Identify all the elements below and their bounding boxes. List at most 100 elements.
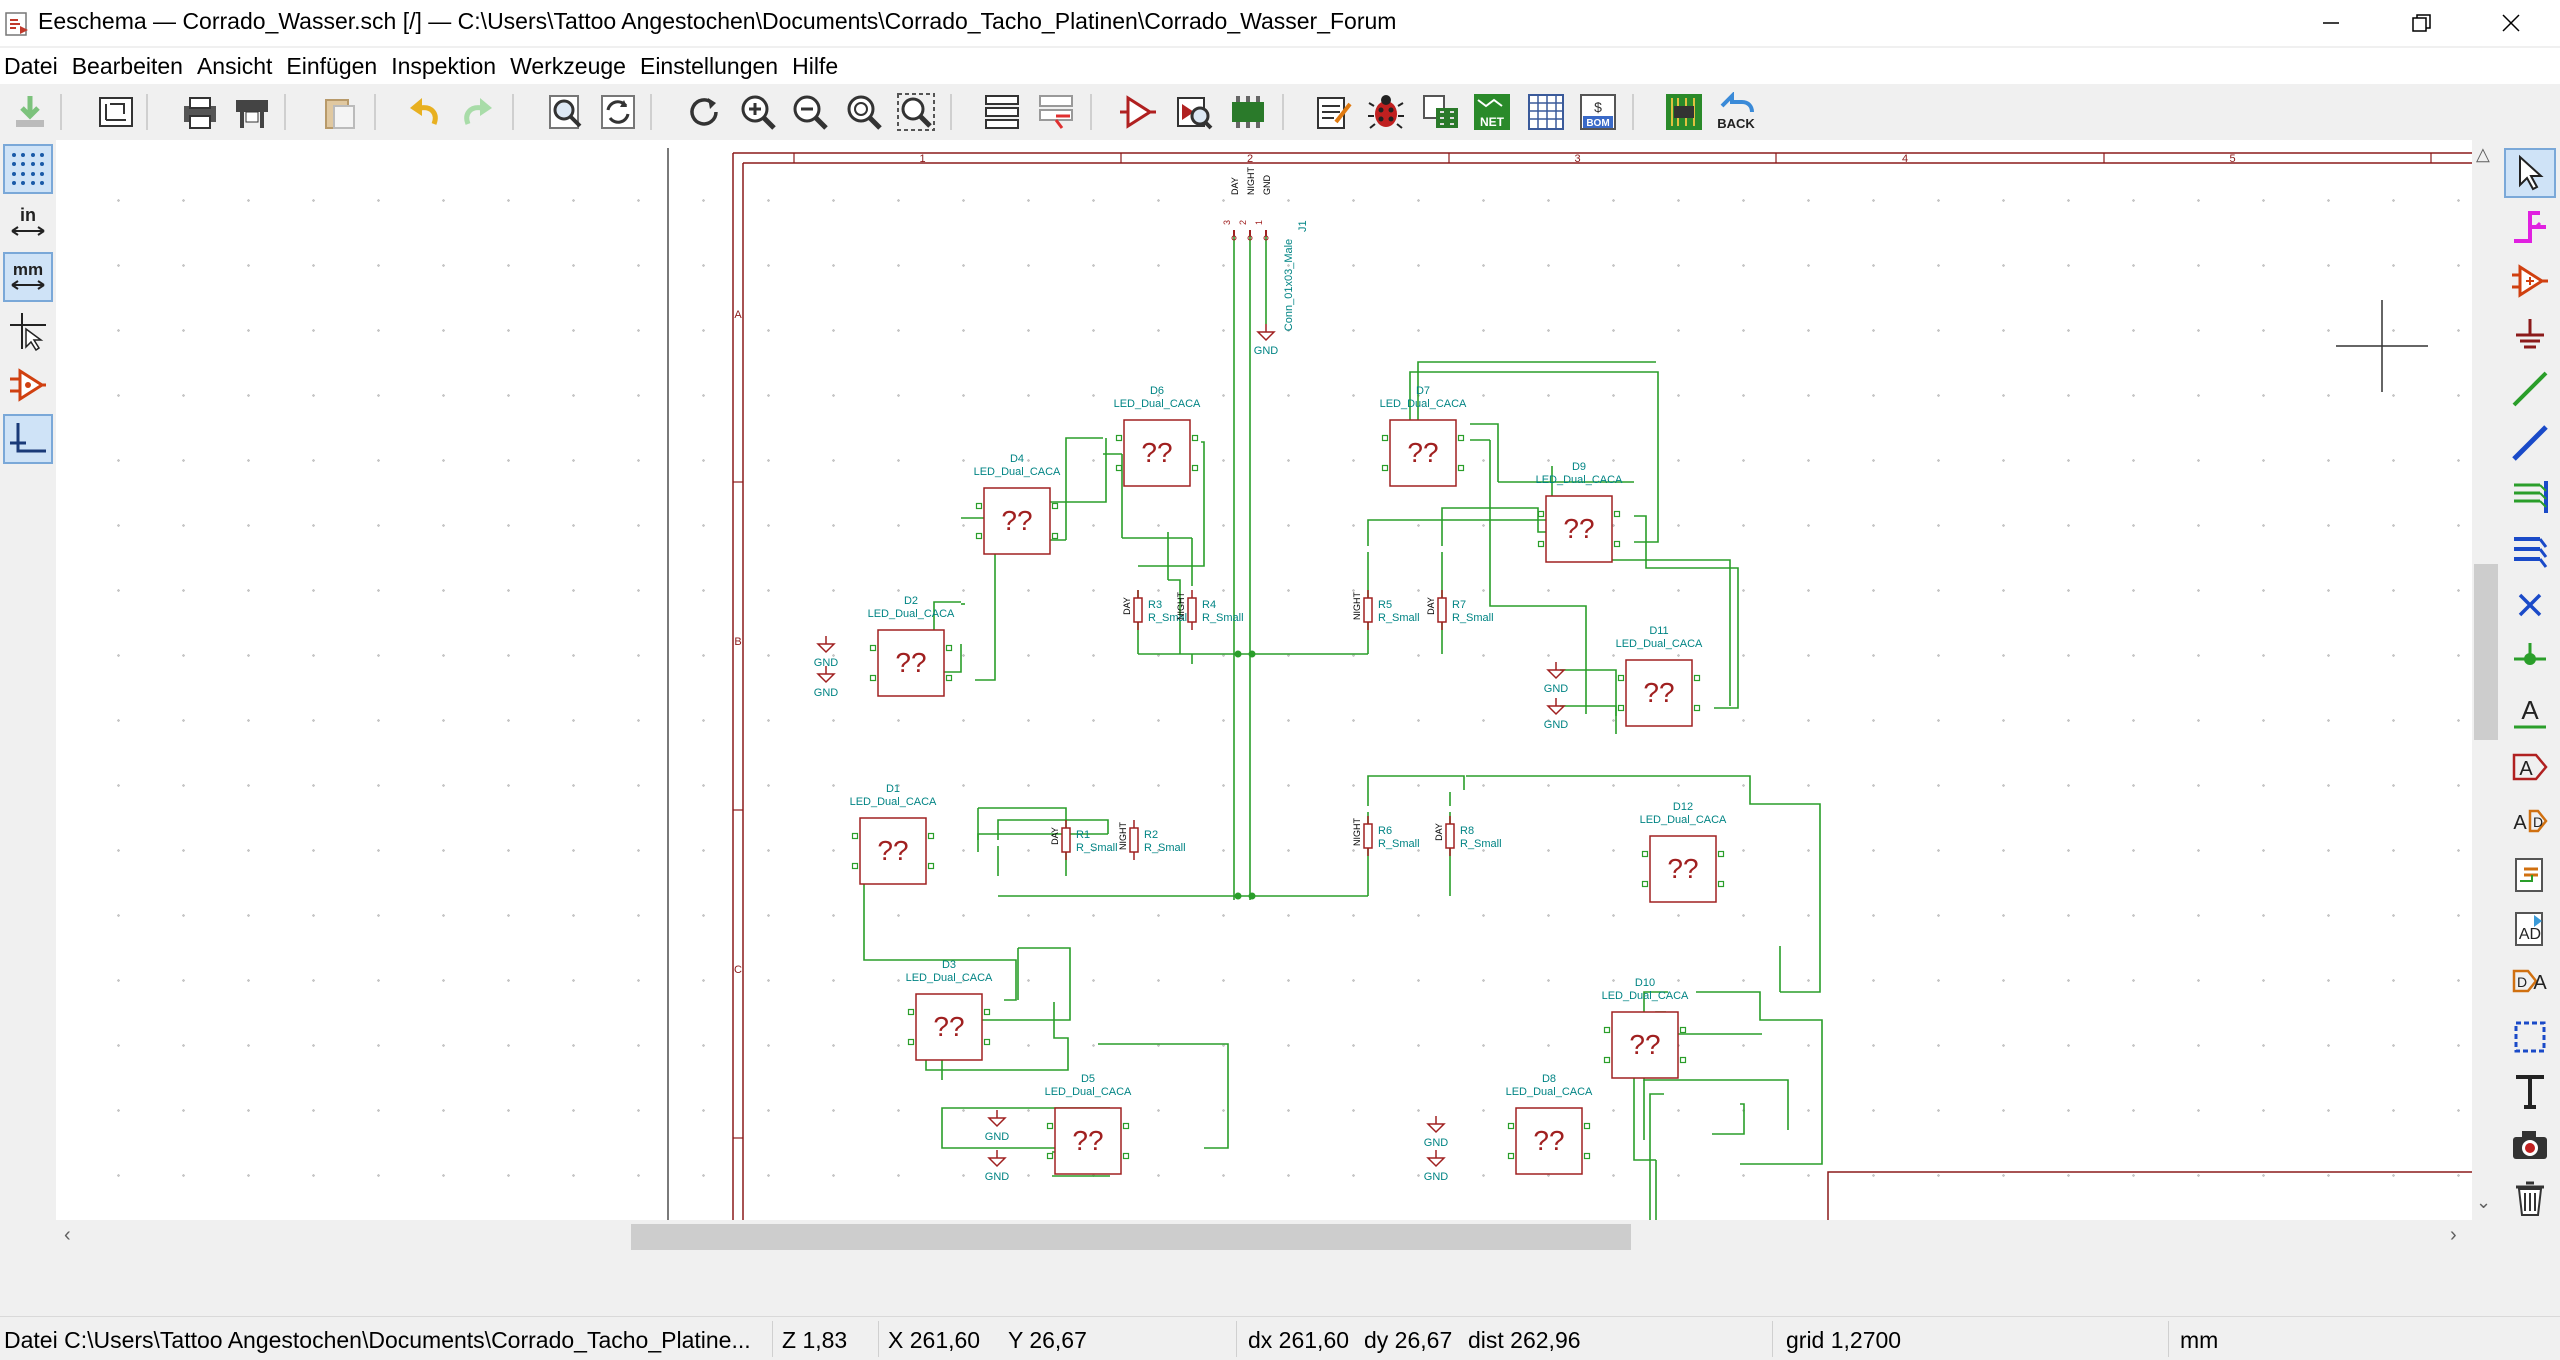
bom-button[interactable]: $BOM	[1574, 88, 1622, 136]
print-button[interactable]	[176, 88, 224, 136]
menu-hilfe[interactable]: Hilfe	[792, 52, 839, 79]
scroll-down-icon[interactable]: ⌄	[2476, 1192, 2492, 1212]
vertical-scrollbar[interactable]: △ ⌄	[2472, 140, 2500, 1220]
global-label-button[interactable]: A	[2504, 742, 2556, 792]
menu-einstellungen[interactable]: Einstellungen	[639, 52, 779, 79]
hierarchical-sheet-button[interactable]	[2504, 850, 2556, 900]
graphic-lines-button[interactable]	[2504, 1012, 2556, 1062]
zoom-selection-button[interactable]	[892, 88, 940, 136]
paste-button[interactable]	[316, 88, 364, 136]
text-tool-button[interactable]	[2504, 1066, 2556, 1116]
menu-datei[interactable]: Datei	[4, 52, 58, 79]
zoom-in-button[interactable]	[734, 88, 782, 136]
menu-bearbeiten[interactable]: Bearbeiten	[71, 52, 183, 79]
edit-fields-button[interactable]	[1310, 88, 1358, 136]
place-power-button[interactable]	[2504, 310, 2556, 360]
menu-einfuegen[interactable]: Einfügen	[286, 52, 378, 79]
gnd-symbol[interactable]: GND	[1424, 1116, 1449, 1149]
hierarchy-navigator-button[interactable]	[978, 88, 1026, 136]
place-symbol-button[interactable]	[2504, 256, 2556, 306]
gnd-symbol[interactable]: GND	[1254, 324, 1279, 357]
close-button[interactable]	[2466, 0, 2556, 46]
gnd-symbol[interactable]: GND	[814, 636, 839, 669]
zoom-fit-button[interactable]	[840, 88, 888, 136]
gnd-symbol[interactable]: GND	[1544, 662, 1569, 695]
restore-button[interactable]	[2376, 0, 2466, 46]
redo-button[interactable]	[454, 88, 502, 136]
junction-button[interactable]	[2504, 634, 2556, 684]
delete-tool-button[interactable]	[2504, 1174, 2556, 1224]
select-tool-button[interactable]	[2504, 148, 2556, 198]
vertical-scroll-thumb[interactable]	[2474, 564, 2498, 740]
wire-to-bus-entry-button[interactable]	[2504, 472, 2556, 522]
place-wire-button[interactable]	[2504, 364, 2556, 414]
annotate-button[interactable]	[1224, 88, 1272, 136]
units-mm-button[interactable]: mm	[3, 252, 53, 302]
menu-werkzeuge[interactable]: Werkzeuge	[510, 52, 626, 79]
grid-toggle-button[interactable]	[3, 144, 53, 194]
net-label-button[interactable]: A	[2504, 688, 2556, 738]
gnd-symbol[interactable]: GND	[814, 666, 839, 699]
assign-footprints-button[interactable]	[1416, 88, 1464, 136]
symbol-library-browser-button[interactable]	[1170, 88, 1218, 136]
undo-button[interactable]	[400, 88, 448, 136]
bom-table-button[interactable]	[1522, 88, 1570, 136]
menu-ansicht[interactable]: Ansicht	[196, 52, 273, 79]
scroll-left-icon[interactable]: ‹	[64, 1224, 71, 1246]
menu-inspektion[interactable]: Inspektion	[391, 52, 497, 79]
save-button[interactable]	[6, 88, 54, 136]
symbol-editor-button[interactable]	[1114, 88, 1162, 136]
find-button[interactable]	[542, 88, 590, 136]
netlist-button[interactable]: NET	[1468, 88, 1516, 136]
highlight-net-button[interactable]	[2504, 202, 2556, 252]
plot-button[interactable]	[228, 88, 276, 136]
horizontal-scrollbar[interactable]: ‹ ›	[56, 1220, 2472, 1254]
image-tool-button[interactable]	[2504, 1120, 2556, 1170]
show-hidden-pins-button[interactable]	[3, 360, 53, 410]
horizontal-scroll-thumb[interactable]	[631, 1224, 1631, 1250]
orthogonal-wires-button[interactable]	[3, 414, 53, 464]
scroll-right-icon[interactable]: ›	[2450, 1224, 2457, 1246]
gnd-symbol[interactable]: GND	[1424, 1150, 1449, 1183]
gnd-symbol[interactable]: GND	[1544, 698, 1569, 731]
redraw-button[interactable]	[680, 88, 728, 136]
erc-button[interactable]	[1362, 88, 1410, 136]
minimize-button[interactable]	[2286, 0, 2376, 46]
place-bus-button[interactable]	[2504, 418, 2556, 468]
units-inch-button[interactable]: in	[3, 198, 53, 248]
import-sheet-pin-button[interactable]: AD	[2504, 904, 2556, 954]
bus-to-bus-entry-button[interactable]	[2504, 526, 2556, 576]
gnd-symbol[interactable]: GND	[985, 1110, 1010, 1143]
gnd-symbol[interactable]: GND	[985, 1150, 1010, 1183]
leave-sheet-button[interactable]	[1032, 88, 1080, 136]
no-connect-button[interactable]	[2504, 580, 2556, 630]
page-settings-button[interactable]	[92, 88, 140, 136]
back-annotate-button[interactable]: BACK	[1712, 88, 1760, 136]
zoom-out-button[interactable]	[786, 88, 834, 136]
find-replace-button[interactable]	[594, 88, 642, 136]
